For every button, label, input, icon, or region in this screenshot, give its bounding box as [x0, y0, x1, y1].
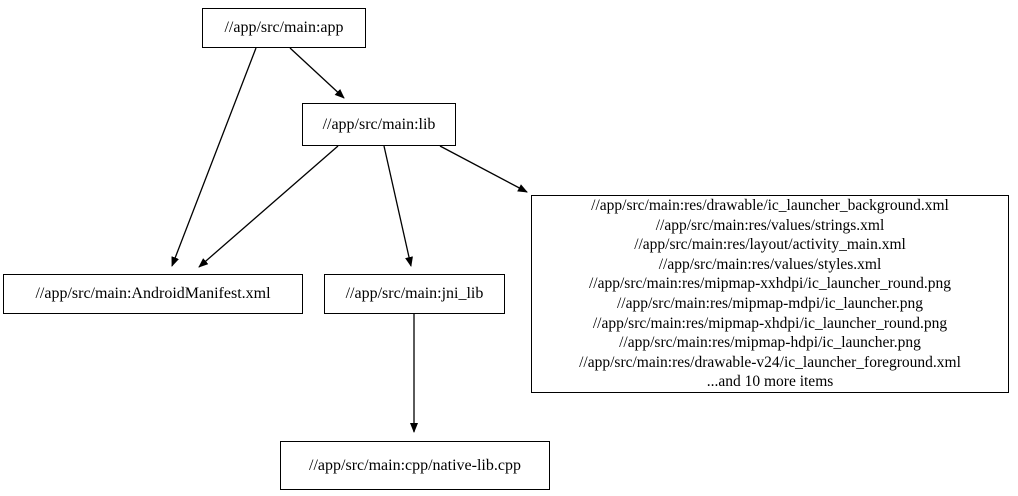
node-lib[interactable]: //app/src/main:lib	[302, 103, 456, 146]
edge-app-to-lib	[289, 47, 345, 99]
node-lib-label: //app/src/main:lib	[322, 115, 436, 133]
resource-list-line: //app/src/main:res/mipmap-mdpi/ic_launch…	[616, 295, 924, 312]
node-android-manifest-label: //app/src/main:AndroidManifest.xml	[35, 285, 271, 302]
resource-list-line: //app/src/main:res/drawable/ic_launcher_…	[591, 197, 949, 215]
resource-list-line: //app/src/main:res/mipmap-xxhdpi/ic_laun…	[588, 275, 951, 293]
edge-lib-to-jni-lib	[383, 145, 413, 267]
node-android-manifest[interactable]: //app/src/main:AndroidManifest.xml	[3, 274, 303, 314]
resource-list-line: //app/src/main:res/drawable-v24/ic_launc…	[579, 353, 961, 371]
resource-list-line: //app/src/main:res/mipmap-xhdpi/ic_launc…	[592, 314, 948, 332]
resource-list-line: //app/src/main:res/values/styles.xml	[658, 255, 882, 273]
node-jni-lib-label: //app/src/main:jni_lib	[345, 285, 484, 302]
node-native-lib-cpp[interactable]: //app/src/main:cpp/native-lib.cpp	[280, 441, 550, 490]
edge-lib-to-manifest	[198, 145, 339, 268]
resource-list-line: //app/src/main:res/layout/activity_main.…	[634, 236, 906, 254]
node-app[interactable]: //app/src/main:app	[202, 8, 366, 48]
node-native-lib-cpp-label: //app/src/main:cpp/native-lib.cpp	[309, 456, 521, 474]
edge-app-to-manifest	[171, 47, 257, 267]
node-resource-list[interactable]: //app/src/main:res/drawable/ic_launcher_…	[531, 195, 1009, 393]
node-jni-lib[interactable]: //app/src/main:jni_lib	[324, 274, 505, 314]
resource-list-line: //app/src/main:res/mipmap-hdpi/ic_launch…	[619, 334, 921, 352]
node-app-label: //app/src/main:app	[224, 19, 344, 36]
resource-list-line: //app/src/main:res/values/strings.xml	[655, 216, 885, 234]
edge-lib-to-res-block	[439, 145, 528, 193]
resource-list-line: ...and 10 more items	[706, 373, 834, 391]
